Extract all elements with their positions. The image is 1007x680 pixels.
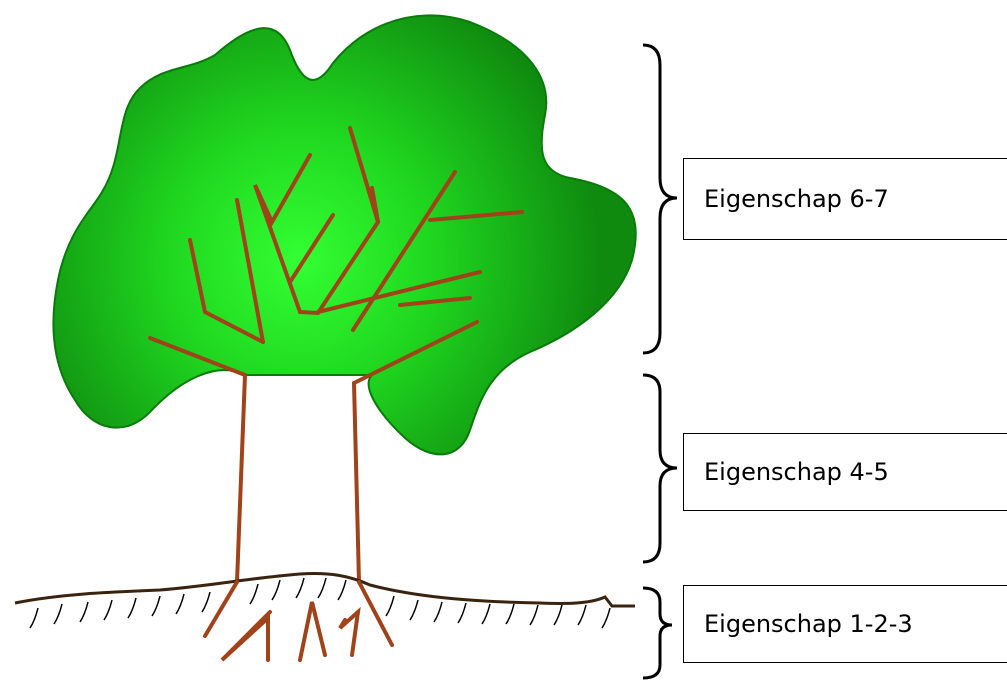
label-crown: Eigenschap 6-7: [704, 185, 889, 213]
bracket-group: [642, 43, 678, 680]
tree-branches: [148, 126, 524, 584]
ground-hatching: [29, 577, 611, 629]
ground-line: [14, 572, 635, 608]
label-roots: Eigenschap 1-2-3: [704, 610, 913, 638]
tree-crown: [52, 14, 637, 456]
label-trunk: Eigenschap 4-5: [704, 458, 889, 486]
tree-roots: [203, 580, 394, 662]
label-box-crown: Eigenschap 6-7: [683, 158, 1007, 240]
label-box-roots: Eigenschap 1-2-3: [683, 585, 1007, 663]
bracket-trunk: [642, 373, 678, 564]
bracket-crown: [642, 43, 678, 355]
label-box-trunk: Eigenschap 4-5: [683, 433, 1007, 511]
bracket-roots: [642, 586, 673, 680]
